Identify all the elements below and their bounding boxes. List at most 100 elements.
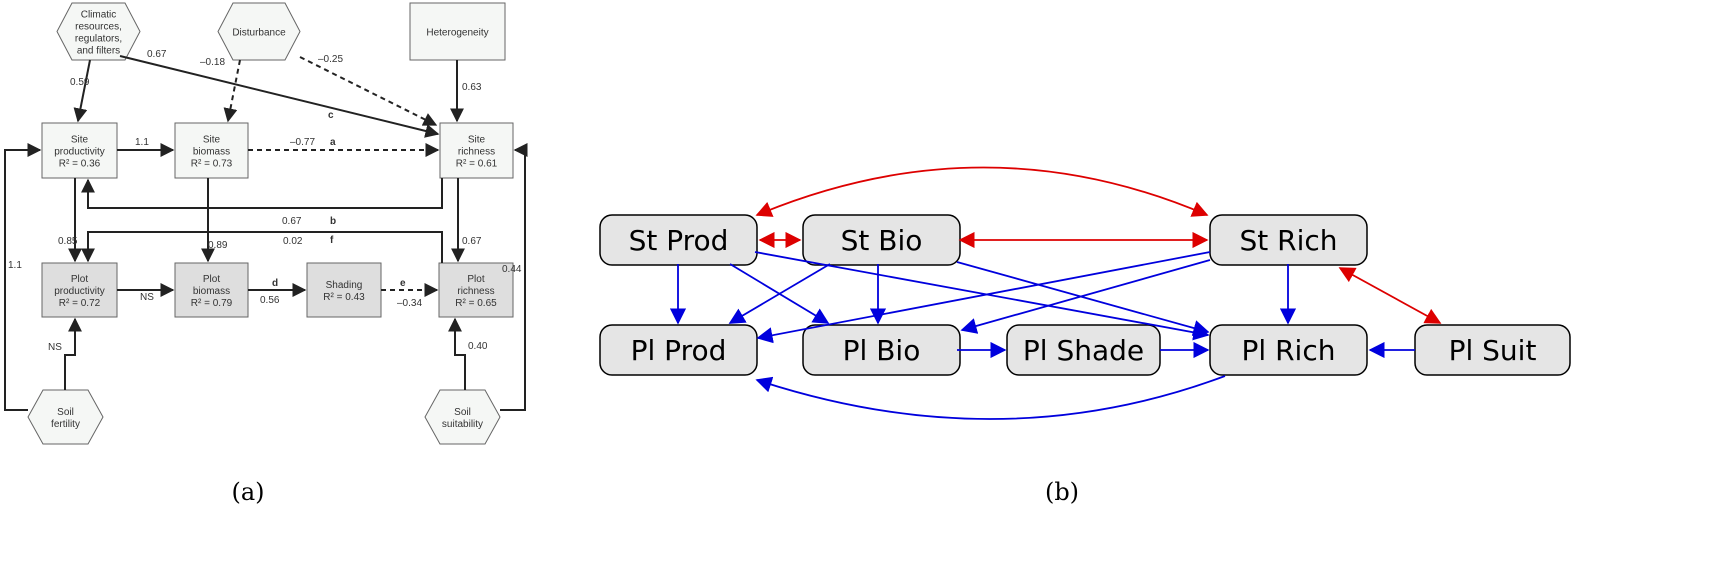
node-label: and filters [77,46,120,57]
node-label: R² = 0.43 [323,292,365,303]
hexagon-shape [424,389,501,445]
node-pl-suit: Pl Suit [1414,324,1571,376]
directed-arrow [755,375,1226,420]
box-shape [41,262,118,318]
edge-label: c [328,110,334,121]
edge-label: a [330,137,336,148]
path-arrow [500,143,528,411]
node-label: Plot [71,274,88,285]
node-label: Pl Shade [1023,334,1144,367]
node-st-bio: St Bio [802,214,961,266]
edge-label: 0.40 [468,341,488,352]
edge-label: –0.25 [318,54,343,65]
node-label: Heterogeneity [426,28,488,39]
box-shape [1209,324,1368,376]
box-shape [41,122,118,179]
node-label: Soil [57,407,74,418]
node-pl-rich: Pl Rich [1209,324,1368,376]
node-pl-shade: Pl Shade [1006,324,1161,376]
edge-label: NS [48,342,62,353]
path-arrow [64,317,82,390]
node-label: R² = 0.65 [455,298,497,309]
node-label: productivity [54,286,105,297]
path-arrow [448,317,466,390]
node-label: Soil [454,407,471,418]
directed-arrow [756,251,1211,344]
edge-label: 0.89 [208,240,228,251]
edge-label: b [330,216,336,227]
node-label: St Prod [629,224,729,257]
node-label: Pl Bio [843,334,921,367]
node-label: R² = 0.73 [191,159,233,170]
node-label: Plot [467,274,484,285]
node-label: richness [458,147,495,158]
path-arrow [299,56,438,126]
hexagon-shape [27,389,104,445]
box-shape [439,122,514,179]
node-label: St Rich [1239,224,1337,257]
hexagon-shape [217,2,301,61]
edge-label: d [272,278,278,289]
path-arrow [81,178,443,209]
node-label: richness [457,286,494,297]
caption-b: (b) [1045,478,1079,506]
node-label: Pl Prod [631,334,727,367]
node-st-prod: St Prod [599,214,758,266]
node-label: productivity [54,147,105,158]
node-label: Site [71,135,89,146]
node-st-rich: St Rich [1209,214,1368,266]
edge-label: 0.85 [58,236,78,247]
node-heterogeneity: Heterogeneity [409,2,506,61]
edge-label: –0.34 [397,298,422,309]
directed-arrow [728,263,831,324]
node-label: R² = 0.36 [59,159,101,170]
edge-label: 0.02 [283,236,303,247]
directed-arrow [754,251,1210,341]
node-label: Pl Suit [1449,334,1537,367]
edge-label: 0.67 [147,49,167,60]
hexagon-shape [56,2,141,61]
node-label: Disturbance [232,28,286,39]
node-label: biomass [193,286,230,297]
node-label: resources, [75,22,122,33]
node-label: Pl Rich [1242,334,1336,367]
edge-label: 1.1 [135,137,149,148]
path-arrow [4,143,42,411]
correlation-arrow [755,166,1209,217]
node-label: St Bio [841,224,923,257]
node-label: Climatic [81,10,117,21]
edge-label: 0.63 [462,82,482,93]
edge-label: –0.18 [200,57,225,68]
node-label: Shading [326,280,363,291]
edge-label: 0.44 [502,264,522,275]
node-label: Site [468,135,486,146]
path-arrow [73,59,91,123]
box-shape [409,2,506,61]
node-label: Plot [203,274,220,285]
edge-label: NS [140,292,154,303]
directed-arrow [956,261,1210,336]
edge-label: 0.59 [70,77,90,88]
node-label: suitability [442,419,483,430]
node-label: regulators, [75,34,122,45]
edge-label: 0.56 [260,295,280,306]
directed-arrow [960,259,1211,334]
node-label: Site [203,135,221,146]
edge-label: –0.77 [290,137,315,148]
correlation-arrow [1338,267,1442,324]
edge-label: e [400,278,406,289]
node-disturbance: Disturbance [217,2,301,61]
node-pl-prod: Pl Prod [599,324,758,376]
edge-label: 0.67 [282,216,302,227]
node-label: R² = 0.79 [191,298,233,309]
